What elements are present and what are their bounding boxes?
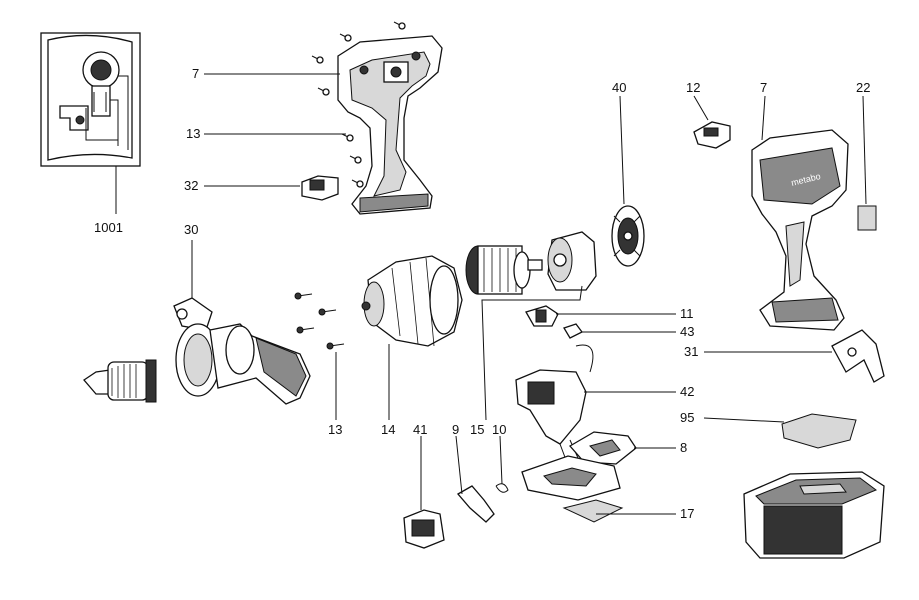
callout-7-left: 7 [192, 66, 199, 81]
callout-13-top: 13 [186, 126, 200, 141]
part-7-housing-half-right: metabo [751, 129, 849, 331]
callout-22: 22 [856, 80, 870, 95]
callout-17: 17 [680, 506, 694, 521]
callout-labels: 1001 7 13 32 30 40 12 7 22 11 43 31 42 9… [94, 66, 870, 521]
callout-10: 10 [492, 422, 506, 437]
part-battery-plate [521, 455, 621, 501]
part-1001-wiring-inset [40, 32, 141, 214]
callout-43: 43 [680, 324, 694, 339]
callout-42: 42 [680, 384, 694, 399]
callout-31: 31 [684, 344, 698, 359]
part-22-label [857, 205, 877, 231]
callout-40: 40 [612, 80, 626, 95]
callout-15: 15 [470, 422, 484, 437]
callout-8: 8 [680, 440, 687, 455]
screws-gearbox [294, 292, 345, 350]
part-12-clip [693, 121, 731, 149]
callout-32: 32 [184, 178, 198, 193]
part-15-motor-rotor [465, 245, 543, 295]
part-14-gearbox [361, 255, 463, 347]
part-30-side-handle [173, 240, 311, 405]
part-9-latch [456, 485, 495, 523]
battery-pack [743, 471, 885, 559]
part-31-belt-clip [831, 329, 885, 383]
callout-12: 12 [686, 80, 700, 95]
part-10-spring [495, 483, 509, 493]
part-17-label [562, 499, 624, 523]
screws-housing [311, 21, 406, 188]
part-motor-stator [547, 231, 597, 291]
callout-41: 41 [413, 422, 427, 437]
chuck [83, 359, 157, 403]
callout-9: 9 [452, 422, 459, 437]
callout-1001: 1001 [94, 220, 123, 235]
part-7-housing-half-left [337, 35, 443, 215]
part-95-nameplate [781, 413, 857, 449]
callout-30: 30 [184, 222, 198, 237]
part-41-terminal-block [403, 509, 445, 549]
leader-lines [204, 73, 867, 515]
callout-14: 14 [381, 422, 395, 437]
part-42-switch-module [515, 344, 594, 461]
callout-13-bottom: 13 [328, 422, 342, 437]
part-11-switch-lever [525, 305, 559, 327]
part-32-direction-switch [301, 175, 339, 201]
callout-7-right: 7 [760, 80, 767, 95]
callout-11: 11 [680, 306, 694, 321]
callout-95: 95 [680, 410, 694, 425]
part-40-fan [611, 205, 645, 267]
part-43-spring [563, 323, 583, 339]
